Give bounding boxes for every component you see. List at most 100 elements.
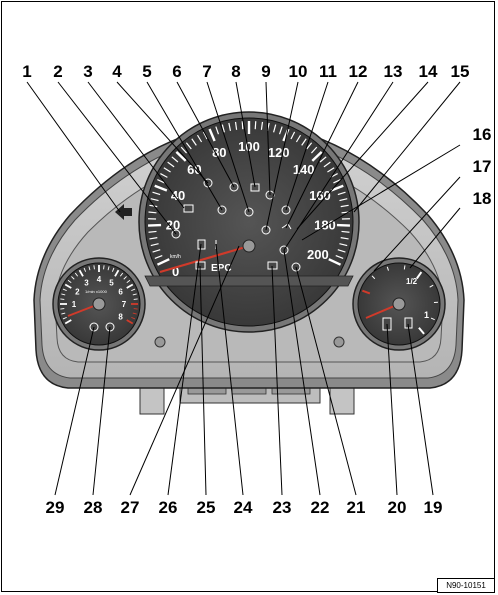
callout-4: 4 [112,62,122,81]
speedometer-tick [150,198,159,202]
speedometer-tick [330,184,344,192]
speedometer-label-40: 40 [171,188,185,203]
speedometer-tick [180,146,188,154]
trip-reset-knob-right [333,336,345,348]
speedometer-label-200: 200 [307,247,329,262]
fuel-half-mark: 1/2 [406,277,418,286]
speedometer-tick [150,243,159,247]
speedometer-tick [234,121,238,130]
callout-20: 20 [388,498,407,517]
callout-23: 23 [273,498,292,517]
speedometer-tick [228,122,232,131]
callout-10: 10 [289,62,308,81]
fuel-gauge-tick [371,275,376,280]
tachometer-unit-label: 1/min x1000 [85,289,108,294]
speedometer-tick [175,150,187,162]
tachometer-tick [88,266,91,271]
fuel-gauge-hub [392,297,406,311]
callout-28: 28 [84,498,103,517]
fuel-full-mark: 1 [424,310,429,320]
fuel-gauge-tick [430,317,435,321]
callout-21: 21 [347,498,366,517]
speedometer-tick [323,161,331,168]
speedometer-tick [254,121,257,130]
tachometer-tick [61,312,66,315]
abs-lamp-icon [279,245,289,255]
speedometer-tick [260,121,264,130]
tachometer-tick [126,279,131,284]
callout-25: 25 [197,498,216,517]
callout-13: 13 [384,62,403,81]
tachometer-tick [60,308,65,310]
speedometer-tick [156,258,170,266]
speedometer-tick [310,146,318,154]
tachometer-tick [62,316,67,320]
tachometer-tick [107,266,110,271]
tachometer-label-4: 4 [97,275,102,284]
speedometer-tick [339,243,348,247]
callout-12: 12 [349,62,368,81]
speedometer-tick [154,184,168,192]
tachometer-tick [93,265,95,270]
speedometer-tick [202,131,208,140]
callout-19: 19 [424,498,443,517]
callout-3: 3 [83,62,92,81]
tachometer-tick [67,279,72,284]
speedometer-tick [185,142,192,150]
headlight-lamp-icon [244,207,254,217]
speedometer-tick [319,156,327,163]
speedometer-tick [328,258,342,266]
fuel-gauge-tick [418,327,425,335]
speedometer-tick [339,198,348,202]
speedometer-tick [340,204,349,208]
speedometer-tick [196,134,203,143]
speedometer-label-80: 80 [212,145,226,160]
speedometer-tick [149,204,158,208]
speedometer-tick [157,179,165,184]
coolant-temp-icon [281,205,291,215]
speedometer-tick [333,179,341,184]
callout-22: 22 [311,498,330,517]
tachometer-tick [133,298,138,300]
brake-warning-icon [229,182,239,192]
speedometer-tick [152,191,161,196]
tachometer-tick [114,269,120,277]
speedometer-tick [148,211,157,214]
speedometer-tick [306,142,313,150]
speedometer-tick [327,167,335,173]
tachometer-tick [83,267,87,272]
callout-8: 8 [231,62,240,81]
callout-9: 9 [261,62,270,81]
speedometer-tick [341,230,350,233]
speedometer-label-20: 20 [166,218,180,233]
tachometer-tick [131,316,136,320]
tachometer-tick [71,276,75,280]
traction-lamp-icon [171,229,181,239]
tachometer-tick [132,293,137,296]
tachometer-tick [111,267,115,272]
callout-5: 5 [142,62,151,81]
fuel-gauge-tick [362,289,371,295]
tachometer-tick [123,276,127,280]
speedometer-tick [337,191,346,196]
speedometer-tick [208,128,216,142]
tachometer-tick [126,319,134,325]
speedometer-tick [290,131,296,140]
speedometer-tick [191,138,197,146]
tachometer-tick [78,269,84,277]
speedometer-zero-label: 0 [172,264,179,279]
callout-29: 29 [46,498,65,517]
tachometer-tick [60,298,65,300]
callout-7: 7 [202,62,211,81]
tachometer-tick [74,272,79,277]
callout-2: 2 [53,62,62,81]
tachometer-tick [61,293,66,296]
speedometer-tick [149,237,158,240]
tachometer-tick [119,272,124,277]
fuel-gauge-tick [386,266,389,271]
brake-pad-icon [291,262,301,272]
